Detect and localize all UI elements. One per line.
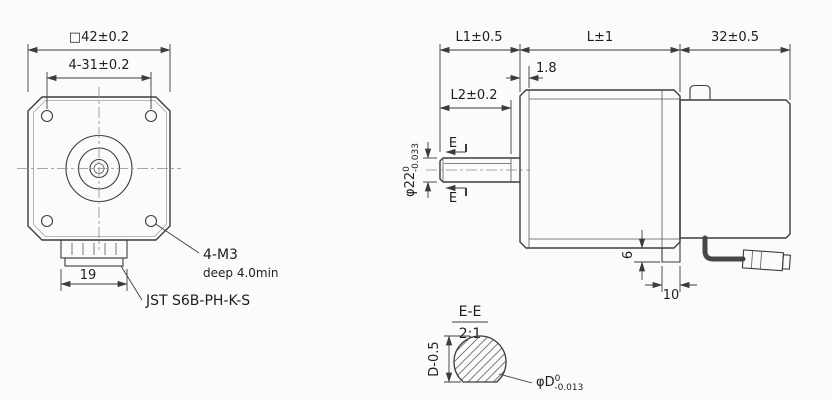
leader-line xyxy=(155,223,200,254)
shaft-cross-section xyxy=(453,335,507,383)
motor-body-outline xyxy=(519,89,681,249)
connector-base xyxy=(64,257,124,267)
dim-front-plate: 1.8 xyxy=(506,61,557,88)
dim-step-width-text: 10 xyxy=(663,288,680,303)
dim-flat-length-text: L2±0.2 xyxy=(450,88,497,103)
dim-flat-length: L2±0.2 xyxy=(439,88,512,154)
dim-outer-square-text: □42±0.2 xyxy=(69,30,129,45)
label-mounting-holes: 4-M3 xyxy=(203,247,238,263)
motor-face-outline xyxy=(27,96,171,241)
mounting-hole xyxy=(144,109,158,123)
callout-connector: JST S6B-PH-K-S xyxy=(120,265,250,309)
bottom-step-outline xyxy=(661,238,681,263)
dim-shaft-diameter: φD0-0.013 xyxy=(498,373,583,393)
label-connector-type: JST S6B-PH-K-S xyxy=(145,293,250,309)
dim-hole-spacing: 4-31±0.2 xyxy=(46,58,152,109)
section-view: E-E 2:1 D-0.5 φD0-0.013 xyxy=(427,304,583,393)
cable-connector xyxy=(741,249,791,272)
leader-line xyxy=(498,373,533,384)
cable-connector-divider xyxy=(759,251,762,270)
cable-connector-end xyxy=(781,254,791,270)
dim-outer-square: □42±0.2 xyxy=(27,30,171,92)
label-hole-depth: deep 4.0min xyxy=(203,266,279,280)
dim-shaft-length-text: L1±0.5 xyxy=(455,30,502,45)
dim-across-flat-text: D-0.5 xyxy=(427,341,442,376)
dim-rear-length-text: 32±0.5 xyxy=(711,30,759,45)
mounting-hole xyxy=(40,109,54,123)
lead-wire-cable xyxy=(702,235,746,262)
rear-housing-bump xyxy=(689,84,711,100)
dim-connector-width-text: 19 xyxy=(80,268,97,283)
rear-housing-outline xyxy=(679,99,791,239)
cable-connector-divider xyxy=(750,250,754,269)
dim-pilot-diameter: φ220-0.033 xyxy=(402,142,437,198)
side-view: L1±0.5 L±1 32±0.5 1.8 L2±0.2 φ220-0.033 xyxy=(402,30,791,303)
section-mark-bottom-text: E xyxy=(449,191,457,206)
dim-shaft-diameter-text: φD0-0.013 xyxy=(536,374,583,393)
dim-across-flat: D-0.5 xyxy=(427,335,470,383)
front-connector xyxy=(60,239,128,267)
dim-connector-width: 19 xyxy=(60,268,128,291)
section-mark-top-text: E xyxy=(449,136,457,151)
dim-hole-spacing-text: 4-31±0.2 xyxy=(68,58,129,73)
section-title: E-E xyxy=(459,304,482,320)
callout-mounting-holes: 4-M3 deep 4.0min xyxy=(155,223,279,280)
front-view: □42±0.2 4-31±0.2 19 4- xyxy=(17,30,279,309)
dim-step-width: 10 xyxy=(645,266,697,303)
dim-body-length-text: L±1 xyxy=(587,30,613,45)
motor-face-inner-border xyxy=(33,100,167,237)
cable-connector-body xyxy=(741,249,785,272)
leader-line xyxy=(120,265,143,301)
dim-pilot-diameter-text: φ220-0.033 xyxy=(402,143,421,197)
mounting-hole xyxy=(40,214,54,228)
section-cut-marks: E E xyxy=(445,136,467,206)
dim-step-height: 6 xyxy=(621,230,660,280)
mounting-hole xyxy=(144,214,158,228)
dim-top-chain: L1±0.5 L±1 32±0.5 xyxy=(439,30,791,152)
dim-front-plate-text: 1.8 xyxy=(536,61,557,76)
dim-step-height-text: 6 xyxy=(621,251,636,259)
